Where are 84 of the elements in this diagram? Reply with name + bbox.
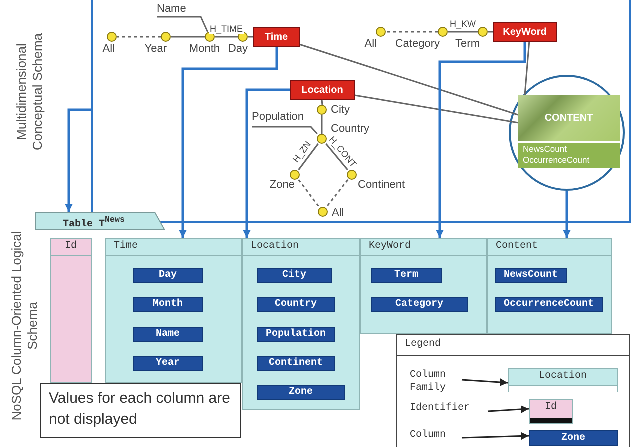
- arrow: [488, 406, 530, 414]
- connector-line: [157, 16, 208, 32]
- arrow: [563, 191, 571, 238]
- attribute-label: Name: [157, 3, 197, 17]
- arrow: [436, 42, 526, 238]
- legend-header: Legend: [397, 335, 629, 356]
- connector-line: [354, 94, 518, 124]
- arrow: [462, 432, 530, 440]
- legend-panel: [396, 334, 630, 447]
- dashed-line: [117, 36, 161, 38]
- fact-header: CONTENT: [518, 95, 620, 141]
- column-tag: City: [257, 268, 332, 283]
- column-tag: Country: [257, 297, 335, 312]
- connector-line: [300, 44, 518, 116]
- column-tag: Category: [371, 297, 468, 312]
- identifier-panel: [50, 238, 92, 383]
- edge-label: H_TIME: [209, 24, 244, 34]
- level-label: Year: [144, 43, 167, 55]
- level-label: Country: [331, 123, 370, 135]
- column-family-sample: Location: [508, 368, 618, 392]
- legend-label: Identifier: [410, 402, 488, 416]
- zoom-circle: [509, 75, 625, 191]
- connector-line: [171, 36, 205, 38]
- dimension-box: Location: [290, 80, 355, 100]
- column-family-header: Time: [106, 239, 241, 256]
- connector-line: [321, 100, 324, 106]
- legend-label: Column Family: [410, 369, 462, 397]
- connector-line: [298, 144, 319, 170]
- edge-label: H_KW: [449, 19, 477, 29]
- column-tag: OccurrenceCount: [495, 297, 603, 312]
- dashed-line: [386, 31, 438, 33]
- column-tag: Term: [371, 268, 442, 283]
- section-label: Multidimensional Conceptual Schema: [14, 32, 46, 153]
- attribute-label: Population: [252, 111, 312, 127]
- level-label: Month: [189, 43, 220, 55]
- section-label: NoSQL Column-Oriented Logical Schema: [9, 231, 41, 421]
- column-family-header: KeyWord: [361, 239, 486, 256]
- connector-line: [215, 36, 238, 38]
- identifier-sample: Id: [529, 399, 573, 424]
- connector-line: [448, 31, 478, 33]
- column-tag: Name: [133, 327, 203, 342]
- column-tag: Population: [257, 327, 335, 342]
- column-sample: Zone: [529, 430, 618, 446]
- column-family-header: Location: [243, 239, 359, 256]
- dimension-box: KeyWord: [493, 22, 557, 42]
- level-label: Continent: [358, 179, 406, 191]
- column-family-panel: [242, 238, 360, 410]
- level-label: All: [364, 38, 377, 50]
- connector-line: [252, 126, 318, 134]
- arrow: [243, 88, 290, 238]
- legend-label: Column: [410, 429, 462, 443]
- column-family-header: Content: [488, 239, 611, 256]
- column-family-header: Id: [51, 239, 91, 256]
- column-tag: Month: [133, 297, 203, 312]
- dimension-box: Time: [253, 27, 300, 47]
- column-family-panel: [360, 238, 487, 334]
- column-tag: Year: [133, 356, 203, 371]
- column-tag: Day: [133, 268, 203, 283]
- connector-line: [524, 42, 530, 96]
- table-name: Table T$^{News}$: [63, 214, 126, 232]
- fact-box: [518, 95, 620, 168]
- level-label: City: [331, 104, 350, 116]
- level-label: All: [102, 43, 115, 55]
- level-label: All: [332, 207, 344, 219]
- level-label: Zone: [270, 179, 295, 191]
- dashed-line: [298, 180, 320, 208]
- note-box: Values for each column are not displayed: [40, 383, 241, 438]
- dashed-line: [326, 180, 349, 208]
- arrow: [65, 108, 91, 212]
- column-tag: Continent: [257, 356, 335, 371]
- connector-line: [248, 36, 253, 38]
- fact-measures: NewsCount OccurrenceCount: [518, 143, 620, 168]
- arrow: [179, 47, 278, 238]
- level-label: Day: [228, 43, 248, 55]
- connector-line: [326, 144, 348, 170]
- column-tag: NewsCount: [495, 268, 567, 283]
- column-family-panel: [105, 238, 242, 383]
- arrow: [462, 378, 508, 386]
- column-tag: Zone: [257, 385, 345, 400]
- connector-line: [488, 31, 493, 33]
- column-family-panel: [487, 238, 612, 334]
- connector-line: [321, 115, 323, 134]
- level-label: Term: [456, 38, 480, 50]
- level-label: Category: [395, 38, 440, 50]
